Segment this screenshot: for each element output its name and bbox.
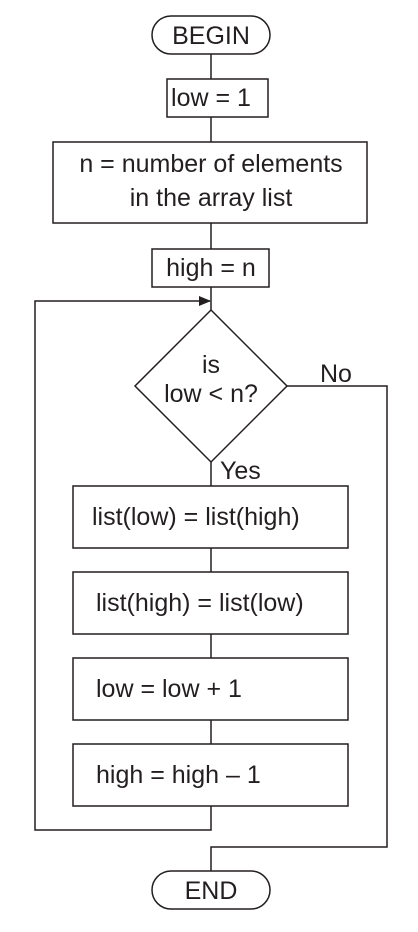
end-terminal: END (151, 870, 271, 910)
decision-label-line2: low < n? (164, 380, 258, 408)
decision-diamond: is low < n? (133, 308, 289, 464)
decision-label-line1: is (202, 351, 220, 379)
connectors (34, 54, 388, 871)
begin-label: BEGIN (172, 22, 250, 50)
init-low-label: low = 1 (171, 84, 251, 112)
end-label: END (185, 877, 238, 905)
init-n-label-line2: in the array list (130, 184, 293, 212)
init-high-label: high = n (166, 254, 256, 282)
no-branch-line (210, 385, 388, 871)
step-2-box: list(high) = list(low) (72, 571, 349, 635)
begin-terminal: BEGIN (151, 15, 271, 55)
step-3-label: low = low + 1 (96, 675, 242, 703)
step-4-label: high = high – 1 (96, 761, 261, 789)
step-1-label: list(low) = list(high) (92, 503, 300, 531)
step-2-label: list(high) = list(low) (96, 589, 304, 617)
step-3-box: low = low + 1 (72, 657, 349, 721)
no-branch-label: No (320, 360, 352, 388)
step-1-box: list(low) = list(high) (72, 485, 349, 549)
loop-back-line (34, 296, 212, 831)
step-4-box: high = high – 1 (72, 743, 349, 807)
init-n-box: n = number of elements in the array list (52, 141, 368, 224)
yes-branch-label: Yes (220, 457, 261, 485)
init-n-label-line1: n = number of elements (79, 150, 342, 178)
init-low-box: low = 1 (166, 78, 269, 118)
init-high-box: high = n (151, 248, 270, 288)
